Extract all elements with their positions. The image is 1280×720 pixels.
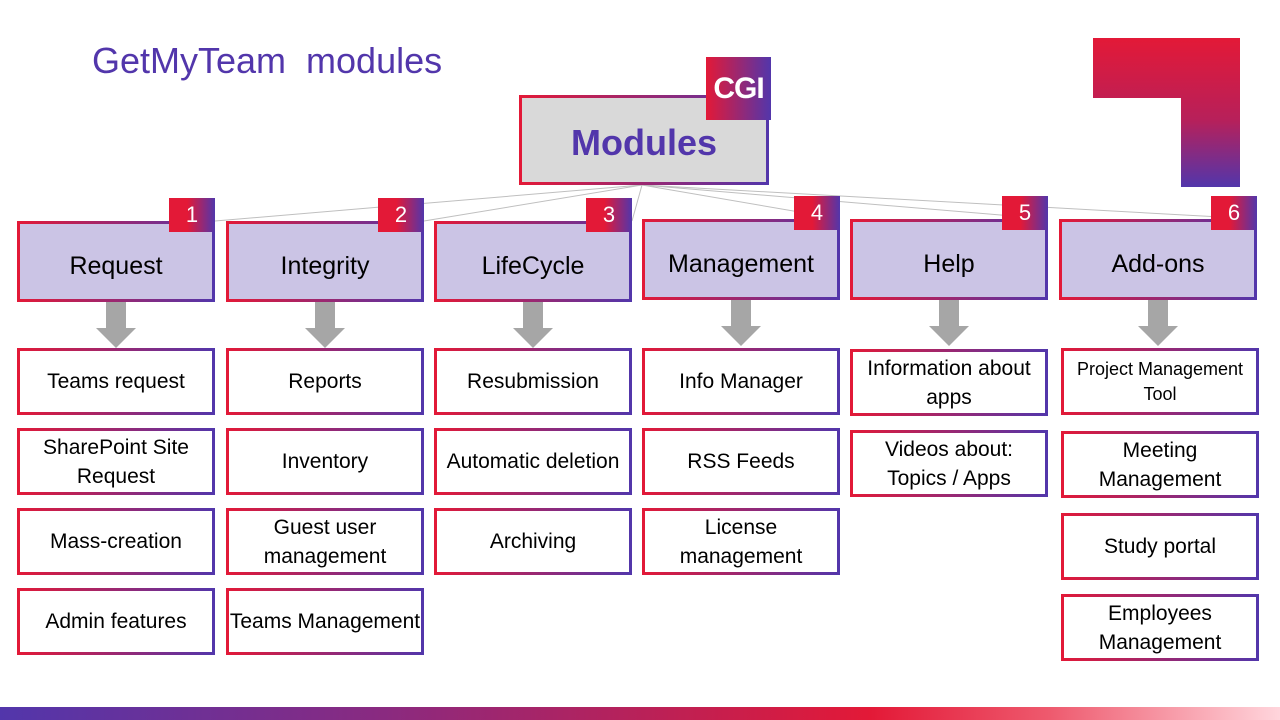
module-number-badge: 1	[169, 198, 215, 232]
module-number-badge: 6	[1211, 196, 1257, 230]
down-arrow-icon	[513, 302, 553, 348]
module-label: Request	[20, 224, 212, 299]
down-arrow-icon	[929, 300, 969, 346]
cgi-logo: CGI	[706, 57, 771, 120]
module-box: Add-ons	[1059, 219, 1257, 300]
module-box: Help	[850, 219, 1048, 300]
feature-item: Study portal	[1061, 513, 1259, 580]
feature-item: Employees Management	[1061, 594, 1259, 661]
feature-item: Meeting Management	[1061, 431, 1259, 498]
feature-item: Mass-creation	[17, 508, 215, 575]
feature-item: Information about apps	[850, 349, 1048, 416]
module-label: Add-ons	[1062, 222, 1254, 297]
module-label: LifeCycle	[437, 224, 629, 299]
module-number-badge: 5	[1002, 196, 1048, 230]
module-number-badge: 4	[794, 196, 840, 230]
slide-title: GetMyTeam modules	[92, 40, 443, 81]
module-box: Management	[642, 219, 840, 300]
feature-item: Inventory	[226, 428, 424, 495]
module-box: Request	[17, 221, 215, 302]
feature-item: Resubmission	[434, 348, 632, 415]
connector-line	[631, 184, 643, 222]
connector-line	[641, 184, 1049, 220]
down-arrow-icon	[305, 302, 345, 348]
feature-item: Teams request	[17, 348, 215, 415]
feature-item: License management	[642, 508, 840, 575]
connector-line	[214, 184, 643, 222]
module-number-badge: 3	[586, 198, 632, 232]
feature-item: RSS Feeds	[642, 428, 840, 495]
down-arrow-icon	[96, 302, 136, 348]
feature-item: Info Manager	[642, 348, 840, 415]
feature-item: Guest user management	[226, 508, 424, 575]
feature-item: Automatic deletion	[434, 428, 632, 495]
feature-item: Archiving	[434, 508, 632, 575]
module-box: LifeCycle	[434, 221, 632, 302]
feature-item: Reports	[226, 348, 424, 415]
feature-item: Teams Management	[226, 588, 424, 655]
feature-item: Admin features	[17, 588, 215, 655]
module-label: Integrity	[229, 224, 421, 299]
feature-item: Project Management Tool	[1061, 348, 1259, 415]
feature-item: SharePoint Site Request	[17, 428, 215, 495]
bottom-gradient-bar	[0, 707, 1280, 720]
connector-line	[641, 184, 1258, 220]
module-label: Help	[853, 222, 1045, 297]
feature-item: Videos about: Topics / Apps	[850, 430, 1048, 497]
module-number-badge: 2	[378, 198, 424, 232]
corner-bracket-logo-icon	[1093, 38, 1240, 187]
down-arrow-icon	[1138, 300, 1178, 346]
module-label: Management	[645, 222, 837, 297]
module-box: Integrity	[226, 221, 424, 302]
down-arrow-icon	[721, 300, 761, 346]
